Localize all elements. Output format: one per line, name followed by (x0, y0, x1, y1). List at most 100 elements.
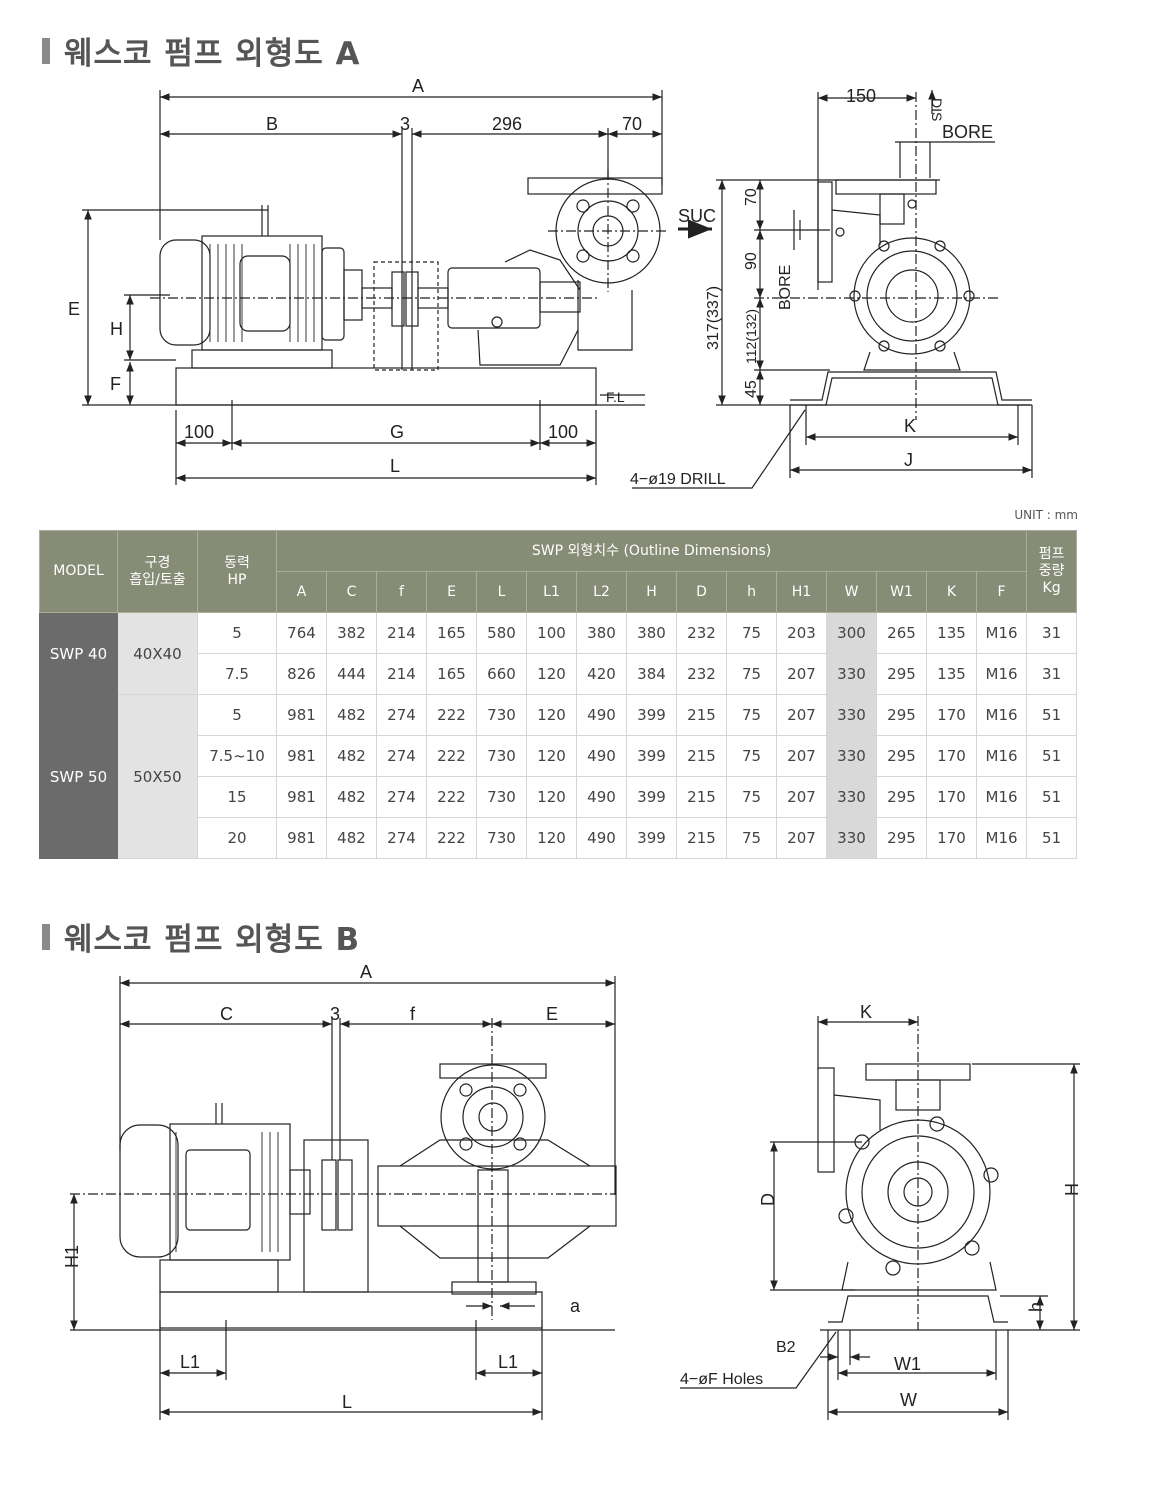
dimension-cell: 135 (926, 653, 977, 695)
hp-cell: 5 (197, 612, 277, 654)
dimension-cell: 384 (626, 653, 677, 695)
column-header: f (376, 571, 427, 613)
dimension-cell: 75 (726, 612, 777, 654)
column-header: H (626, 571, 677, 613)
dimension-cell: 981 (276, 776, 327, 818)
b-dim-a-small-label: a (570, 1296, 581, 1316)
dimension-cell: 482 (326, 817, 377, 859)
title-bar-icon (42, 37, 50, 64)
column-header: L (476, 571, 527, 613)
column-header: C (326, 571, 377, 613)
dimension-cell: 380 (576, 612, 627, 654)
header-bore-line2: 흡입/토출 (129, 571, 186, 588)
dimension-cell: 170 (926, 694, 977, 736)
header-weight-line3: Kg (1042, 580, 1061, 596)
dimension-cell: 75 (726, 694, 777, 736)
section-b-title: 웨스코 펌프 외형도 B (42, 914, 360, 959)
section-b-title-text: 웨스코 펌프 외형도 B (64, 922, 361, 958)
dimension-cell: 399 (626, 817, 677, 859)
column-header: W1 (876, 571, 927, 613)
dimension-cell: M16 (975, 776, 1028, 818)
weight-cell: 51 (1026, 776, 1078, 818)
hp-cell: 7.5 (197, 653, 277, 695)
bore-side-label: BORE (777, 265, 794, 310)
dimension-cell: 165 (426, 653, 477, 695)
dimension-cell: 444 (326, 653, 377, 695)
dimension-cell: 482 (326, 694, 377, 736)
dimension-cell: 120 (526, 735, 577, 777)
dimension-cell: 222 (426, 817, 477, 859)
dimension-cell: 207 (776, 653, 827, 695)
dimension-cell: 826 (276, 653, 327, 695)
b-dim-gap-label: 3 (330, 1004, 340, 1024)
dimension-cell: 330 (826, 776, 877, 818)
dimension-cell: M16 (975, 735, 1028, 777)
weight-cell: 31 (1026, 612, 1078, 654)
dimension-cell: 490 (576, 694, 627, 736)
dim-l-label: L (390, 456, 400, 476)
header-power-line1: 동력 (224, 554, 250, 571)
fl-label: F.L (606, 389, 625, 405)
dimension-cell: 295 (876, 776, 927, 818)
dimension-cell: 490 (576, 776, 627, 818)
dim-f-label: F (110, 374, 121, 394)
dimension-cell: 730 (476, 776, 527, 818)
b-holes-label: 4−øF Holes (680, 1371, 763, 1388)
header-weight-line1: 펌프 (1038, 546, 1065, 562)
dim-100-left-label: 100 (184, 422, 214, 442)
dimension-cell: 300 (826, 612, 877, 654)
column-header: F (975, 571, 1028, 613)
b-dim-h-label: H (1062, 1183, 1082, 1196)
dimension-cell: 120 (526, 776, 577, 818)
dimension-cell: 207 (776, 817, 827, 859)
dimension-cell: 207 (776, 776, 827, 818)
b-dim-l1-left-label: L1 (180, 1352, 200, 1372)
dimension-cell: 382 (326, 612, 377, 654)
spec-table: MODEL 구경 흡입/토출 동력 HP SWP 외형치수 (Outline D… (39, 530, 1078, 859)
hp-cell: 7.5~10 (197, 735, 277, 777)
column-header: H1 (776, 571, 827, 613)
bore-top-label: BORE (942, 122, 993, 142)
dim-v317-label: 317(337) (705, 286, 722, 350)
hp-cell: 5 (197, 694, 277, 736)
column-header: h (726, 571, 777, 613)
drill-label: 4−ø19 DRILL (630, 471, 726, 488)
dim-a-label: A (412, 76, 424, 96)
dimension-cell: 222 (426, 776, 477, 818)
weight-cell: 51 (1026, 817, 1078, 859)
dimension-cell: 730 (476, 817, 527, 859)
dimension-cell: 295 (876, 735, 927, 777)
dimension-cell: 232 (676, 612, 727, 654)
dimension-cell: M16 (975, 612, 1028, 654)
header-weight: 펌프 중량 Kg (1026, 530, 1078, 613)
dim-296-label: 296 (492, 114, 522, 134)
column-header: E (426, 571, 477, 613)
dimension-cell: 274 (376, 817, 427, 859)
dimension-cell: 399 (626, 735, 677, 777)
dimension-cell: 730 (476, 694, 527, 736)
dimension-cell: 660 (476, 653, 527, 695)
drawing-b: A C 3 f E H1 a L1 L1 L K D H h B2 W1 W 4… (62, 962, 1082, 1420)
dimension-cell: 380 (626, 612, 677, 654)
b-dim-h1-label: H1 (62, 1245, 82, 1268)
weight-cell: 51 (1026, 735, 1078, 777)
header-model: MODEL (39, 530, 118, 613)
model-cell: SWP 40 (39, 612, 118, 695)
dimension-cell: 75 (726, 653, 777, 695)
dimension-cell: 75 (726, 735, 777, 777)
dimension-cell: 399 (626, 776, 677, 818)
dimension-cell: 214 (376, 653, 427, 695)
dim-b-label: B (266, 114, 278, 134)
dimension-cell: 222 (426, 694, 477, 736)
dimension-cell: 222 (426, 735, 477, 777)
dimension-cell: 232 (676, 653, 727, 695)
dim-150-label: 150 (846, 86, 876, 106)
dimension-cell: 274 (376, 694, 427, 736)
dimension-cell: M16 (975, 694, 1028, 736)
b-dim-b2-label: B2 (776, 1339, 796, 1356)
dimension-cell: 295 (876, 653, 927, 695)
